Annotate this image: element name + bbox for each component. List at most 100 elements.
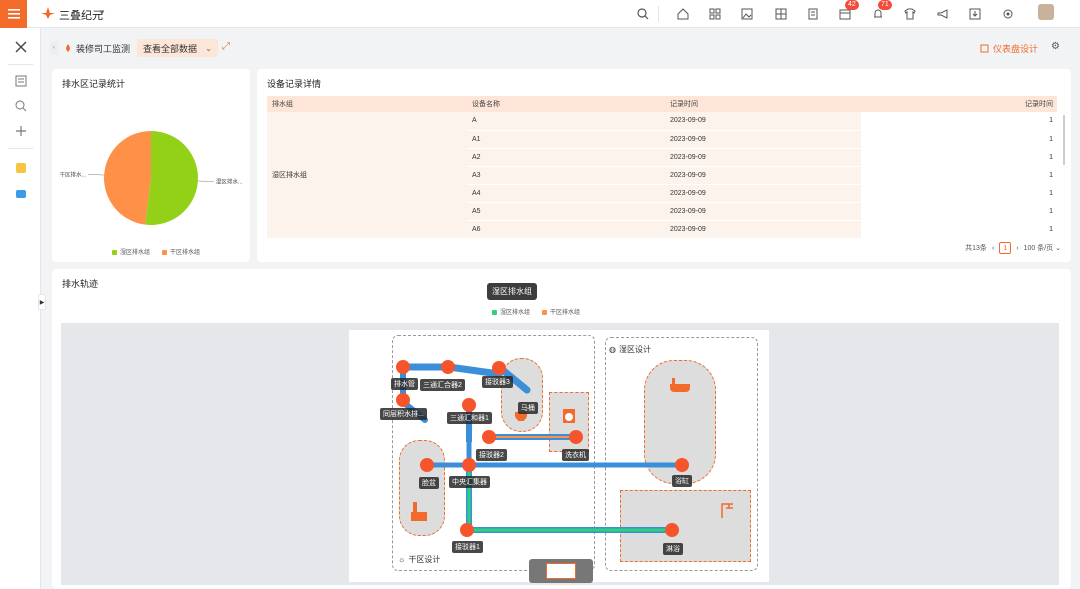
- node-label[interactable]: 洗衣机: [562, 449, 589, 461]
- drain-canvas[interactable]: ◍湿区设计 ☼干区设计: [61, 323, 1059, 585]
- wet-zone: [605, 337, 758, 571]
- node-label[interactable]: 三通汇合器2: [420, 379, 465, 391]
- settings-icon[interactable]: [998, 4, 1018, 24]
- pagination: 共13条 ‹ 1 › 100 条/页 ⌄: [965, 242, 1061, 254]
- sun-icon: ☼: [398, 555, 406, 564]
- search-icon[interactable]: [633, 4, 653, 24]
- avatar[interactable]: [1038, 4, 1054, 20]
- collapse-handle[interactable]: ▶: [38, 294, 46, 310]
- node-label[interactable]: 马桶: [518, 402, 538, 414]
- dashboard-design-button[interactable]: 仪表盘设计: [980, 42, 1038, 55]
- table-cell: 1: [861, 148, 1057, 167]
- card-title: 设备记录详情: [267, 79, 322, 89]
- megaphone-icon[interactable]: [933, 4, 953, 24]
- expand-icon[interactable]: ⤢: [222, 41, 230, 52]
- pie-chart: 湿区排水...干区排水...: [60, 131, 243, 225]
- node-label[interactable]: 接驳器3: [482, 376, 513, 388]
- chevron-down-icon: ⌄: [205, 43, 212, 53]
- table-cell: 1: [861, 166, 1057, 185]
- table-cell: 1: [861, 184, 1057, 203]
- pie-slice[interactable]: [103, 131, 151, 225]
- minimap-viewport[interactable]: [546, 563, 576, 579]
- table-cell: 2023-09-09: [665, 148, 861, 167]
- pie-slice[interactable]: [145, 131, 198, 225]
- table-cell: 2023-09-09: [665, 184, 861, 203]
- col-header[interactable]: 设备名称: [467, 96, 665, 112]
- node-label[interactable]: 浴缸: [672, 475, 692, 487]
- image-icon[interactable]: [737, 4, 757, 24]
- legend-item[interactable]: 干区排水组: [542, 307, 580, 316]
- breadcrumb: ‹ 装修司工监测 › 查看全部数据 ⌄ ⤢ 仪表盘设计 ⚙: [50, 37, 1072, 59]
- search-icon[interactable]: [12, 97, 30, 115]
- chevron-down-icon[interactable]: ▼: [98, 8, 106, 17]
- legend-item[interactable]: 湿区排水组: [112, 247, 150, 256]
- tools-icon[interactable]: [12, 38, 30, 56]
- legend-item[interactable]: 湿区排水组: [492, 307, 530, 316]
- pie-legend: 湿区排水组 干区排水组: [112, 247, 200, 256]
- logo-icon: [40, 6, 56, 23]
- node-label[interactable]: 排水管: [391, 378, 418, 390]
- node-label[interactable]: 中央汇集器: [449, 476, 490, 488]
- table-cell: 1: [861, 130, 1057, 149]
- download-icon[interactable]: [965, 4, 985, 24]
- legend-label: 湿区排水组: [500, 310, 531, 316]
- page-size-select[interactable]: 100 条/页 ⌄: [1023, 245, 1061, 252]
- washer-area: [549, 392, 589, 452]
- node-label[interactable]: 接驳器1: [452, 541, 483, 553]
- track-legend: 湿区排水组 干区排水组: [492, 307, 580, 316]
- bell-icon[interactable]: 71: [868, 0, 892, 24]
- table-cell: 1: [861, 220, 1057, 239]
- menu-icon[interactable]: [0, 0, 27, 28]
- note-icon[interactable]: [12, 159, 30, 177]
- data-view-select[interactable]: 查看全部数据 ⌄: [137, 39, 218, 57]
- node-label[interactable]: 淋浴: [663, 543, 683, 555]
- side-nav: [0, 28, 41, 589]
- layout-icon[interactable]: [771, 4, 791, 24]
- node-label[interactable]: 同层积水排...: [380, 408, 427, 420]
- back-arrow-icon[interactable]: ‹: [50, 41, 58, 55]
- col-header[interactable]: 记录时间: [665, 96, 861, 112]
- list-icon[interactable]: [12, 72, 30, 90]
- prev-page-icon[interactable]: ‹: [991, 244, 995, 252]
- table-header: 排水组 设备名称 记录时间 记录时间: [267, 96, 1057, 112]
- card-title: 排水轨迹: [62, 279, 99, 289]
- document-icon[interactable]: [803, 4, 823, 24]
- shirt-icon[interactable]: [900, 4, 920, 24]
- scrollbar[interactable]: [1063, 115, 1065, 165]
- next-page-icon[interactable]: ›: [1016, 244, 1019, 252]
- table-cell: 1: [861, 202, 1057, 221]
- tab-monitor-label: 装修司工监测: [76, 43, 131, 54]
- minimap[interactable]: [529, 559, 593, 583]
- apps-icon[interactable]: [705, 4, 725, 24]
- legend-label: 干区排水组: [170, 250, 201, 256]
- legend-item[interactable]: 干区排水组: [162, 247, 200, 256]
- tab-monitor[interactable]: 装修司工监测 ›: [64, 39, 141, 57]
- legend-label: 湿区排水组: [120, 250, 151, 256]
- calendar-icon[interactable]: 42: [835, 0, 859, 24]
- dry-zone-label: 干区设计: [408, 555, 441, 564]
- node-label[interactable]: 接驳器2: [476, 449, 507, 461]
- database-icon[interactable]: [12, 185, 30, 203]
- pie-label: 干区排水...: [60, 171, 87, 179]
- table-cell: 2023-09-09: [665, 202, 861, 221]
- col-header[interactable]: 排水组: [267, 96, 467, 112]
- col-header[interactable]: 记录时间: [861, 96, 1057, 112]
- home-icon[interactable]: [673, 4, 693, 24]
- node-label[interactable]: 脸盆: [419, 477, 439, 489]
- gear-icon[interactable]: ⚙: [1051, 41, 1060, 52]
- table-cell: 2023-09-09: [665, 166, 861, 185]
- page-number[interactable]: 1: [999, 242, 1012, 254]
- legend-label: 干区排水组: [550, 310, 581, 316]
- node-label[interactable]: 三通汇和器1: [447, 412, 492, 424]
- divider: [8, 148, 33, 149]
- plus-icon[interactable]: [12, 122, 30, 140]
- table-cell: 1: [861, 112, 1057, 131]
